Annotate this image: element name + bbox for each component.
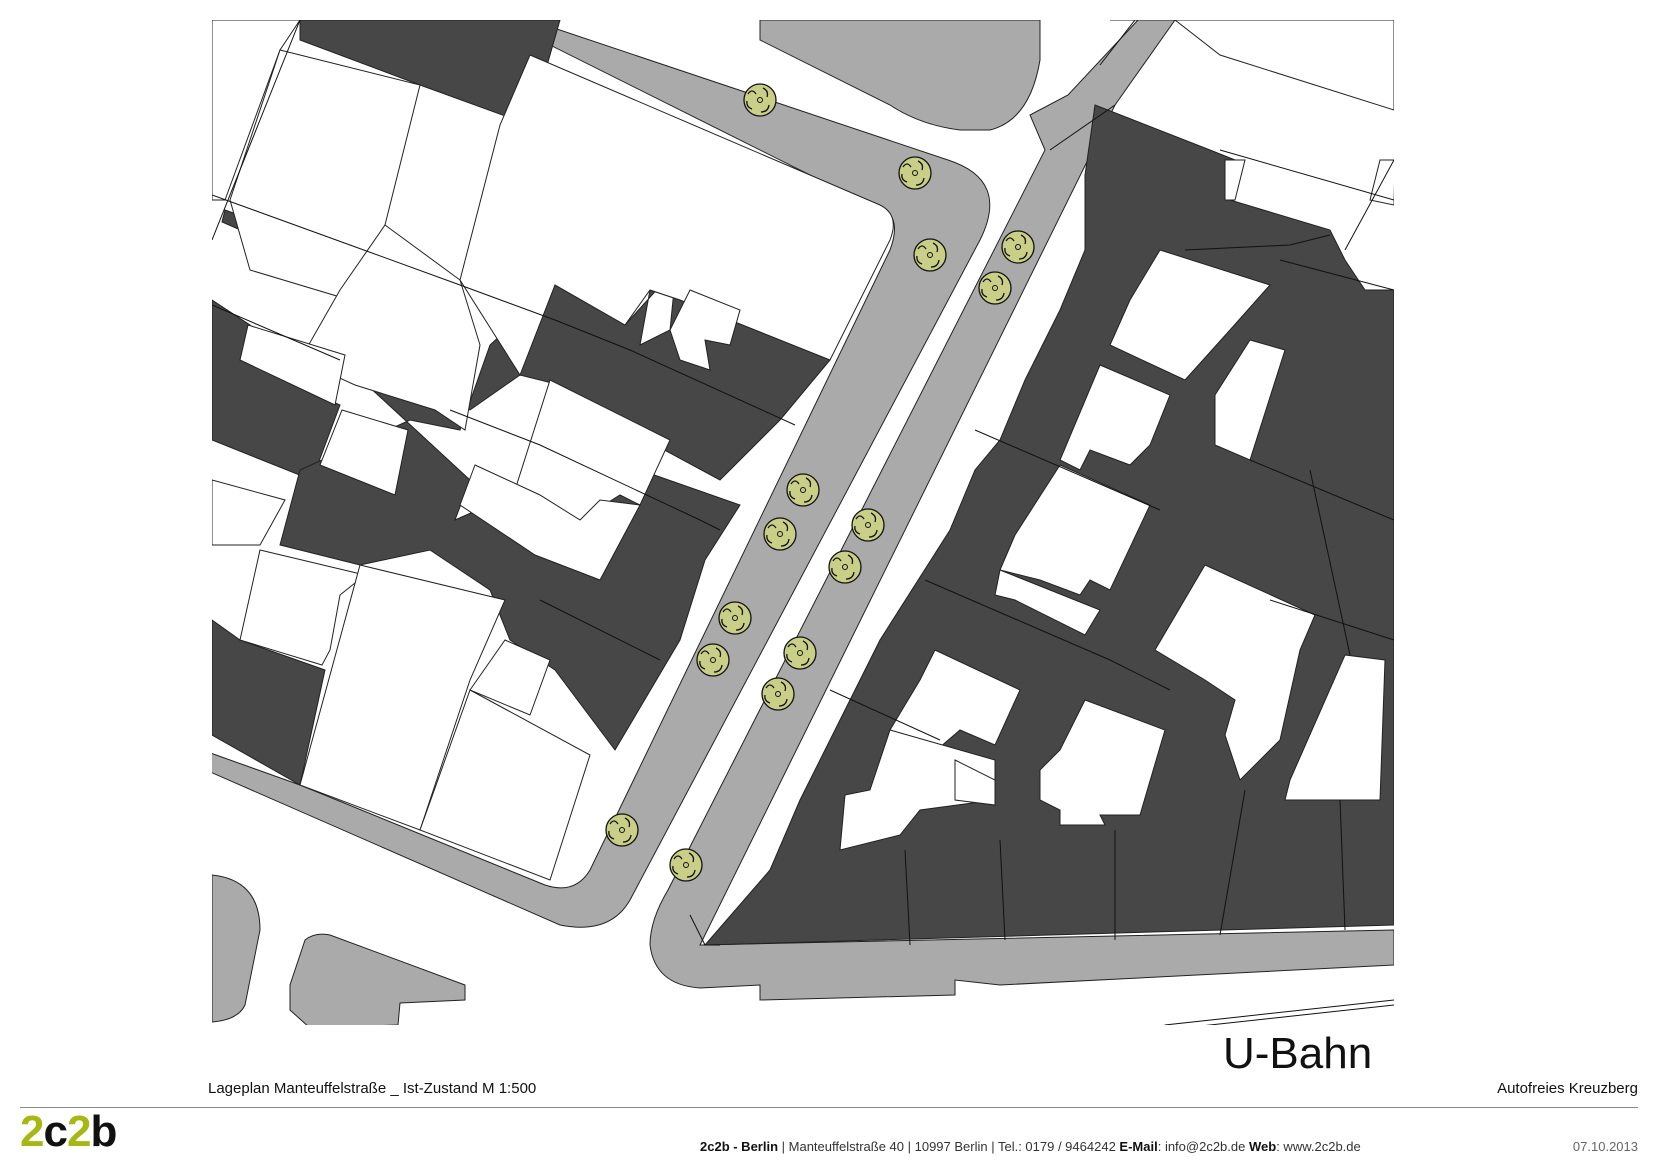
building-light-north-main: [459, 54, 894, 377]
tree-symbol-4: [1001, 230, 1035, 264]
footer-email[interactable]: : info@2c2b.de: [1157, 1139, 1249, 1154]
building-light-east-14: [954, 759, 996, 806]
building-light-east-8: [994, 569, 1101, 636]
building-light-west-5: [319, 409, 409, 496]
ubahn-label: U-Bahn: [1223, 1029, 1372, 1078]
building-light-east-4: [1224, 159, 1246, 201]
buildings-light: [212, 20, 1394, 881]
footer-divider: [20, 1107, 1638, 1108]
building-light-sw-1: [299, 564, 506, 831]
sidewalk-sw-corner: [212, 874, 261, 1023]
building-light-east-10: [1039, 699, 1166, 826]
tree-symbol-1: [743, 83, 777, 117]
sidewalks: [212, 20, 1394, 1025]
company-logo: 2c2b: [20, 1107, 117, 1156]
logo-part-3: 2: [66, 1107, 92, 1156]
building-light-west-6: [212, 479, 286, 546]
building-light-east-2: [1369, 159, 1394, 206]
sidewalk-north-island: [759, 20, 1041, 131]
building-light-sw-3: [469, 639, 551, 716]
sidewalk-north-block: [212, 20, 991, 928]
logo-part-4: b: [90, 1107, 117, 1156]
footer-web[interactable]: : www.2c2b.de: [1276, 1139, 1361, 1154]
tree-symbol-10: [718, 601, 752, 635]
tree-symbol-6: [786, 473, 820, 507]
tree-symbol-13: [761, 677, 795, 711]
building-light-mid-3: [669, 289, 741, 371]
footer-address: | Manteuffelstraße 40 | 10997 Berlin | T…: [778, 1139, 1120, 1154]
tree-symbol-14: [605, 813, 639, 847]
tree-symbol-15: [669, 848, 703, 882]
tree-symbol-2: [898, 156, 932, 190]
building-light-east-9: [1154, 564, 1316, 781]
building-light-sw-2: [419, 689, 591, 881]
building-dark-nw-top: [299, 20, 561, 126]
parcel-lines: [212, 20, 1394, 1025]
building-light-east-11: [1284, 654, 1386, 801]
footer-web-label: Web: [1248, 1139, 1277, 1154]
tree-symbol-5: [978, 271, 1012, 305]
sidewalk-east-street: [649, 20, 1394, 1001]
building-light-west-1: [212, 20, 301, 201]
building-light-mid-2: [459, 464, 641, 581]
tree-symbol-7: [763, 517, 797, 551]
building-light-east-13: [839, 729, 996, 851]
project-name: Autofreies Kreuzberg: [1497, 1080, 1638, 1097]
footer-company: 2c2b - Berlin: [700, 1139, 779, 1154]
building-dark-west-b: [212, 619, 326, 786]
footer-contact: 2c2b - Berlin | Manteuffelstraße 40 | 10…: [700, 1139, 1361, 1154]
logo-part-2: c: [43, 1107, 68, 1156]
tree-symbol-8: [851, 508, 885, 542]
tree-symbol-3: [913, 238, 947, 272]
building-light-east-5: [1214, 339, 1286, 461]
building-light-east-7: [999, 464, 1151, 596]
tree-symbol-12: [783, 636, 817, 670]
footer-email-label: E-Mail: [1119, 1139, 1158, 1154]
building-light-west-4: [239, 324, 346, 406]
building-light-east-3: [1109, 249, 1271, 381]
sidewalk-sw-island: [289, 933, 466, 1025]
building-light-east-6: [1059, 364, 1171, 471]
building-light-east-1: [1110, 20, 1394, 111]
logo-part-1: 2: [20, 1107, 45, 1156]
tree-symbol-11: [696, 643, 730, 677]
plan-title: Lageplan Manteuffelstraße _ Ist-Zustand …: [208, 1080, 537, 1097]
footer-date: 07.10.2013: [1572, 1139, 1638, 1154]
tree-symbol-9: [828, 550, 862, 584]
